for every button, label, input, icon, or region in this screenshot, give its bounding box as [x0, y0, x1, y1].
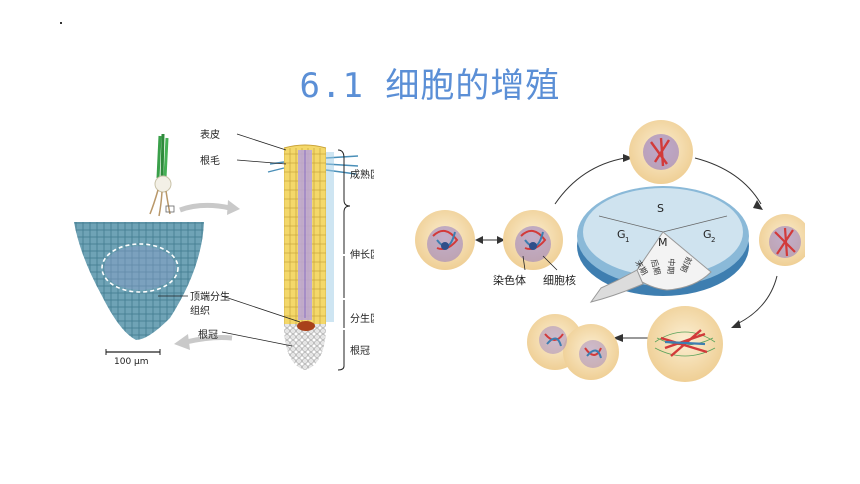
scale-bar-label: 100 μm: [114, 357, 149, 367]
cell-far-left-interphase: [415, 210, 475, 270]
phase-g1-label: G: [617, 228, 626, 241]
label-root-cap: 根冠: [198, 328, 218, 341]
phase-s-label: S: [657, 202, 664, 215]
page-title: 6.1 细胞的增殖: [299, 66, 561, 106]
root-tip-illustration: 100 μm 表皮 根毛 顶端分生 组织 根冠: [74, 128, 380, 371]
cell-left-interphase: [503, 210, 563, 270]
zoom-arrow-upper: [179, 202, 231, 213]
m-sub-metaphase: 中期: [666, 258, 677, 275]
page-speck: [60, 22, 62, 24]
phase-g2-label: G: [703, 228, 712, 241]
phase-g2-subscript: 2: [711, 236, 715, 244]
label-elongation-zone: 伸长区: [350, 249, 374, 261]
cell-cycle-figure: S G 1 G 2 M 末期 后期 中期 前期: [405, 112, 811, 384]
zoom-arrow-lower: [185, 335, 233, 345]
m-sub-anaphase: 后期: [649, 258, 663, 276]
cell-cycle-illustration: S G 1 G 2 M 末期 后期 中期 前期: [415, 120, 811, 382]
label-maturation-zone: 成熟区: [350, 168, 374, 181]
cell-cycle-wheel: S G 1 G 2 M 末期 后期 中期 前期: [577, 186, 749, 303]
phase-m-label: M: [658, 236, 668, 249]
root-tip-micrograph: [74, 222, 204, 340]
label-nucleus: 细胞核: [543, 273, 576, 287]
cell-right-prometaphase: [759, 214, 811, 266]
phase-g1-subscript: 1: [625, 236, 629, 244]
label-meristem-zone: 分生区: [350, 312, 374, 325]
label-chromosome: 染色体: [493, 273, 526, 287]
label-apical-meristem-1: 顶端分生: [190, 290, 230, 303]
onion-seedling-icon: [149, 133, 175, 217]
root-tip-figure: 100 μm 表皮 根毛 顶端分生 组织 根冠: [62, 118, 380, 378]
cell-bottom-metaphase: [647, 306, 723, 382]
root-longitudinal-diagram: [267, 144, 359, 370]
label-apical-meristem-2: 组织: [190, 304, 210, 317]
zone-brackets: [337, 149, 351, 371]
cell-bottom-left-telophase: [527, 314, 619, 380]
cell-top-prophase: [629, 120, 693, 184]
label-epidermis: 表皮: [200, 128, 220, 141]
label-root-cap-zone: 根冠: [350, 344, 370, 357]
label-root-hair: 根毛: [200, 154, 220, 167]
